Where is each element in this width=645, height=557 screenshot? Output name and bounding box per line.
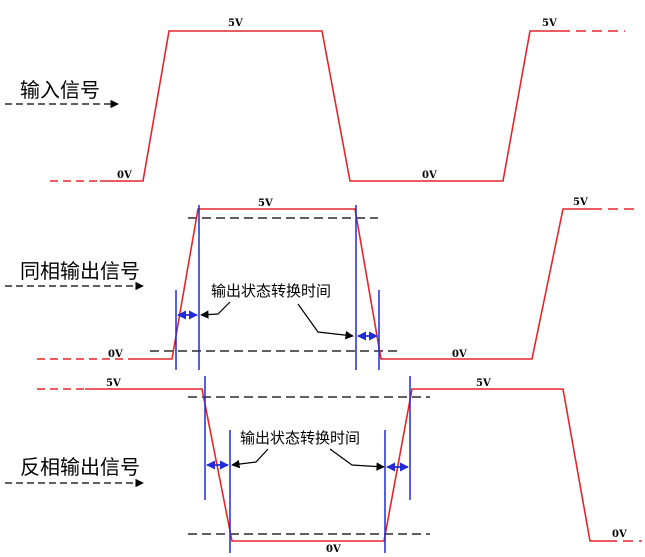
- inverted-low-label-2: 0V: [612, 529, 627, 540]
- inverted-annotation: 输出状态转换时间: [240, 429, 360, 447]
- in-phase-high-label: 5V: [258, 198, 273, 209]
- inverted-waveform: [85, 388, 607, 542]
- in-phase-annotation: 输出状态转换时间: [211, 282, 331, 300]
- inverted-high-label-1: 5V: [106, 378, 121, 389]
- input-high-label: 5V: [228, 18, 243, 29]
- input-signal-label: 输入信号: [20, 78, 100, 102]
- inverted-high-label-2: 5V: [476, 378, 491, 389]
- in-phase-label: 同相输出信号: [20, 259, 140, 283]
- input-low-label-2: 0V: [422, 170, 437, 181]
- input-signal: 输入信号 5V 0V 0V 5V: [5, 18, 625, 182]
- inverted-label: 反相输出信号: [20, 455, 140, 479]
- inverted-annotation-pointer-right: [329, 448, 385, 471]
- input-low-label-1: 0V: [117, 170, 132, 181]
- in-phase-output: 同相输出信号 输出状态转换时间 5V 0V 0V 5V: [5, 197, 636, 370]
- in-phase-annotation-pointer-right: [297, 303, 354, 340]
- in-phase-annotation-pointer-left: [200, 301, 231, 319]
- input-waveform: [100, 30, 560, 182]
- in-phase-high-label-2: 5V: [573, 197, 588, 208]
- in-phase-low-label-1: 0V: [108, 349, 123, 360]
- inverted-annotation-pointer-left: [231, 448, 269, 469]
- input-high-label-2: 5V: [542, 18, 557, 29]
- inverted-low-label-1: 0V: [326, 544, 341, 555]
- in-phase-low-label-2: 0V: [452, 349, 467, 360]
- inverted-output: 反相输出信号 输出状态转换时间 5V 5V 0V 0V: [5, 376, 642, 555]
